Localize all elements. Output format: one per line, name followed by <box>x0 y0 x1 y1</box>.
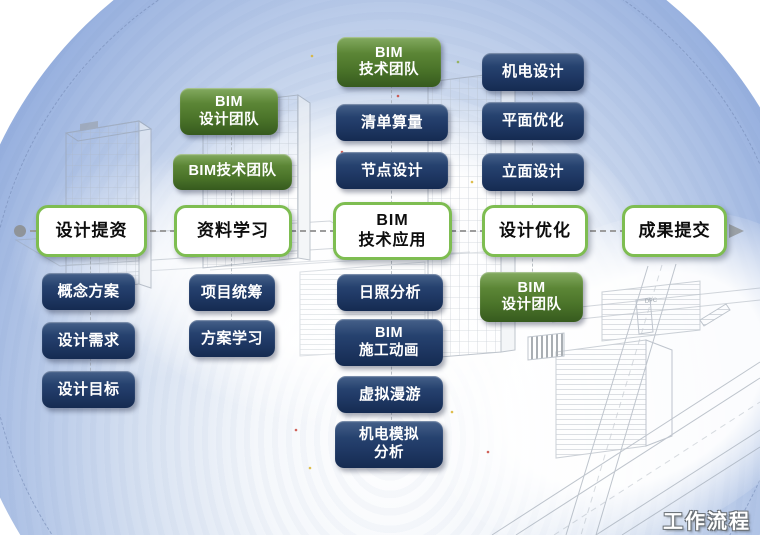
task-design-goal: 设计目标 <box>42 371 135 408</box>
column-guide-line <box>532 72 533 312</box>
task-sunlight-analysis: 日照分析 <box>337 274 443 311</box>
task-design-requirement: 设计需求 <box>42 322 135 359</box>
task-mep-simulation: 机电模拟 分析 <box>335 421 443 468</box>
team-bim-design-downstream: BIM 设计团队 <box>480 272 583 322</box>
column-guide-line <box>90 231 91 396</box>
task-virtual-tour: 虚拟漫游 <box>337 376 443 413</box>
task-project-coordination: 项目统筹 <box>189 274 275 311</box>
stage-material-study: 资料学习 <box>174 205 292 257</box>
louver-block <box>527 332 565 361</box>
task-facade-design: 立面设计 <box>482 153 584 191</box>
stage-design-input: 设计提资 <box>36 205 147 257</box>
stage-design-optimization: 设计优化 <box>482 205 588 257</box>
task-mep-design: 机电设计 <box>482 53 584 91</box>
watermark-label: 工作流程 <box>663 511 751 533</box>
flow-start-dot <box>14 225 26 237</box>
team-bim-tech-center: BIM 技术团队 <box>337 37 441 87</box>
stage-bim-application: BIM 技术应用 <box>333 202 452 260</box>
flow-end-arrow-icon <box>729 224 744 238</box>
wireframe-roof-label: DFC <box>645 298 659 305</box>
task-plan-optimization: 平面优化 <box>482 102 584 140</box>
task-construction-animation: BIM 施工动画 <box>335 319 443 366</box>
team-bim-design-upstream: BIM 设计团队 <box>180 88 278 135</box>
task-scheme-study: 方案学习 <box>189 320 275 357</box>
road-lines <box>491 361 760 535</box>
stage-deliverable-submit: 成果提交 <box>622 205 727 257</box>
task-node-design: 节点设计 <box>336 152 448 189</box>
task-concept-plan: 概念方案 <box>42 273 135 310</box>
team-bim-tech-upstream: BIM技术团队 <box>173 154 292 190</box>
task-quantity-takeoff: 清单算量 <box>336 104 448 141</box>
